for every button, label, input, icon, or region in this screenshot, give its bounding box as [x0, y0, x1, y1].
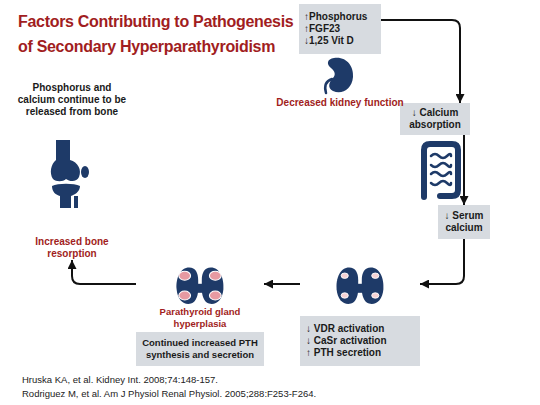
gland-stage: ↓ VDR activation↓ CaSr activation↑ PTH s… [300, 262, 420, 366]
large-intestine [424, 144, 458, 197]
parathyroid-spot [341, 273, 348, 278]
box-text: ↑Phosphorus [304, 11, 376, 23]
enlarged-parathyroid [209, 291, 221, 300]
flow-arrow [264, 283, 300, 285]
flow-arrow [72, 260, 136, 284]
gland-isthmus [196, 284, 203, 293]
citation-text: Rodriguez M, et al. Am J Physiol Renal P… [22, 387, 532, 400]
box-text: ↑ PTH secretion [306, 347, 414, 359]
box-text: ↓ Serum calcium [440, 210, 488, 234]
stage-text: Increased bone resorption [14, 236, 130, 260]
parathyroid-gland-icon [336, 268, 383, 304]
parathyroid-spot [341, 293, 348, 298]
process-box: ↑Phosphorus↑FGF23↓1,25 Vit D [299, 4, 381, 54]
patella-shape [81, 166, 89, 178]
parathyroid-spot [372, 273, 379, 278]
process-box: ↓ VDR activation↓ CaSr activation↑ PTH s… [300, 316, 420, 366]
box-text: ↓ CaSr activation [306, 335, 414, 347]
diagram-title: Factors Contributing to Pathogenesis of … [18, 9, 303, 59]
small-intestine [431, 154, 451, 185]
box-text: Continued increased PTH synthesis and se… [139, 337, 261, 361]
flow-arrow [463, 135, 465, 205]
box-text: ↓ VDR activation [306, 323, 414, 335]
gland-stage: Parathyroid gland hyperplasiaContinued i… [136, 262, 264, 366]
kidney-shape [328, 58, 353, 92]
process-box: Continued increased PTH synthesis and se… [136, 332, 264, 366]
stage-label: Decreased kidney function [262, 96, 418, 109]
gland-lobe [362, 268, 384, 304]
fibula-shape [74, 196, 78, 208]
enlarged-parathyroid [209, 271, 221, 280]
flow-arrow [381, 20, 460, 103]
parathyroid-spot [372, 293, 379, 298]
flow-arrow [420, 239, 464, 284]
intestine-icon [424, 144, 458, 197]
gland-isthmus [356, 284, 363, 293]
bone-stage: Phosphorus and calcium continue to be re… [14, 82, 130, 260]
kidney-icon [325, 58, 353, 93]
gland-lobe [202, 268, 224, 304]
stage-text: Phosphorus and calcium continue to be re… [14, 82, 130, 118]
enlarged-parathyroid [179, 291, 191, 300]
femur-shape [51, 140, 80, 181]
tibia-shape [52, 184, 80, 208]
ureter-line [325, 79, 332, 93]
process-box: ↓ Serum calcium [438, 205, 490, 239]
hyperplastic-gland-icon [176, 268, 223, 304]
box-text: ↓ Calcium absorption [403, 107, 467, 131]
gland-lobe [336, 268, 358, 304]
gland-lobe [176, 268, 198, 304]
enlarged-parathyroid [179, 271, 191, 280]
box-text: ↑FGF23 [304, 23, 376, 35]
bone-joint-icon [51, 140, 89, 208]
box-text: ↓1,25 Vit D [304, 35, 376, 47]
process-box: ↓ Calcium absorption [400, 103, 470, 135]
stage-heading: Parathyroid gland hyperplasia [136, 306, 264, 330]
citation-text: Hruska KA, et al. Kidney Int. 2008;74:14… [22, 373, 532, 386]
